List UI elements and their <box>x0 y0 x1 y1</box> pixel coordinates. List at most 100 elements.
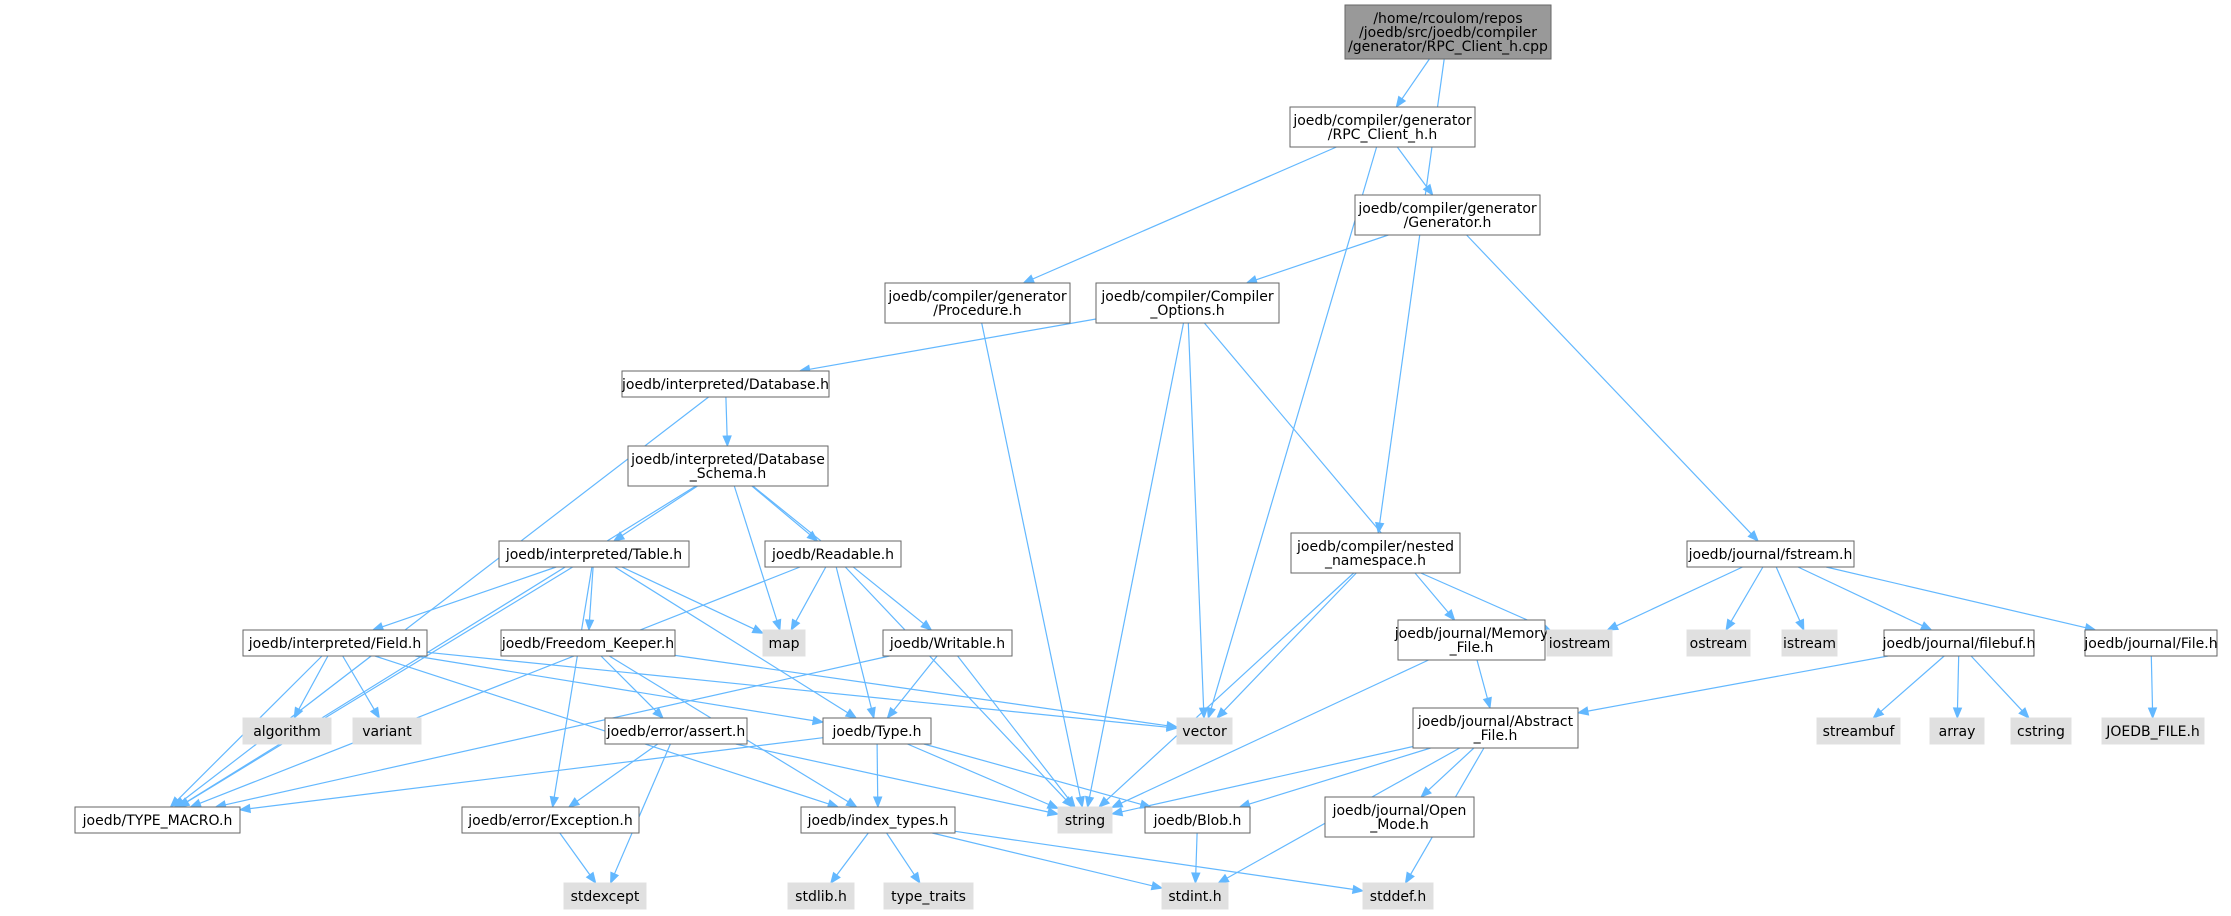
arrowhead-icon <box>872 796 883 809</box>
edge-compiler_options_h-to-database_h <box>798 318 1097 374</box>
node-stddef-h: stddef.h <box>1362 882 1434 910</box>
node-label: joedb/Readable.h <box>771 547 894 563</box>
node-label: streambuf <box>1823 724 1896 740</box>
node-fstream-h[interactable]: joedb/journal/fstream.h <box>1686 540 1855 568</box>
arrowhead-icon <box>1165 720 1179 731</box>
edge-exception_h-to-stdexcept <box>559 832 597 885</box>
arrowhead-icon <box>1422 183 1434 197</box>
node-cstring: cstring <box>2010 717 2072 745</box>
edge-line <box>187 566 574 803</box>
node-box <box>242 717 332 745</box>
edge-writable_h-to-type_h <box>886 655 938 720</box>
node-vector: vector <box>1176 717 1233 745</box>
arrowhead-icon <box>1206 706 1216 720</box>
node-open-mode-h[interactable]: joedb/journal/Open_Mode.h <box>1324 796 1475 838</box>
node-label: joedb/compiler/generator <box>887 289 1067 305</box>
edge-line <box>621 485 698 537</box>
edge-type_h-to-string <box>907 743 1060 809</box>
node-label: string <box>1065 813 1105 829</box>
edge-line <box>186 485 697 803</box>
node-readable-h[interactable]: joedb/Readable.h <box>764 540 902 568</box>
node-box <box>563 882 647 910</box>
node-label: _File.h <box>1449 640 1494 656</box>
node-label: joedb/error/assert.h <box>606 724 746 740</box>
node-box <box>242 629 428 657</box>
arrowhead-icon <box>845 797 858 808</box>
edge-line <box>298 655 329 710</box>
node-memory-file-h[interactable]: joedb/journal/Memory_File.h <box>1394 619 1548 661</box>
arrowhead-icon <box>1150 881 1164 891</box>
node-type-h[interactable]: joedb/Type.h <box>822 717 932 745</box>
arrowhead-icon <box>1110 807 1124 817</box>
arrowhead-icon <box>886 706 898 720</box>
arrowhead-icon <box>612 531 626 542</box>
edge-readable_h-to-string <box>844 566 1074 808</box>
edge-generator_h-to-compiler_options_h <box>1245 234 1389 285</box>
edge-line <box>1088 322 1185 798</box>
node-label: joedb/compiler/generator <box>1292 113 1472 129</box>
node-rpc-client-h[interactable]: joedb/compiler/generator/RPC_Client_h.h <box>1289 106 1476 148</box>
node-box <box>604 717 748 745</box>
node-database-schema-h[interactable]: joedb/interpreted/Database_Schema.h <box>627 445 829 487</box>
node-label: map <box>768 636 799 652</box>
node-label: joedb/compiler/nested <box>1296 539 1454 555</box>
node-box <box>1354 194 1541 236</box>
edge-line <box>809 318 1097 370</box>
node-label: joedb/error/Exception.h <box>467 813 632 829</box>
node-type-macro-h[interactable]: joedb/TYPE_MACRO.h <box>74 806 241 834</box>
node-label: _Mode.h <box>1369 817 1428 833</box>
edge-index_types_h-to-stdint_h <box>932 832 1164 891</box>
arrowhead-icon <box>293 706 304 720</box>
edge-rpc_client_h-to-procedure_h <box>1022 146 1337 284</box>
node-exception-h[interactable]: joedb/error/Exception.h <box>461 806 640 834</box>
node-label: cstring <box>2017 724 2065 740</box>
node-label: algorithm <box>253 724 321 740</box>
node-procedure-h[interactable]: joedb/compiler/generator/Procedure.h <box>884 282 1071 324</box>
edge-filebuf_h-to-array <box>1952 655 1963 720</box>
node-assert-h[interactable]: joedb/error/assert.h <box>604 717 748 745</box>
arrowhead-icon <box>1046 799 1060 809</box>
edge-line <box>893 655 938 711</box>
node-compiler-options-h[interactable]: joedb/compiler/Compiler_Options.h <box>1095 282 1280 324</box>
node-box <box>1176 717 1233 745</box>
arrowhead-icon <box>2147 707 2158 720</box>
edge-database_schema_h-to-readable_h <box>751 485 819 542</box>
node-freedom-keeper-h[interactable]: joedb/Freedom_Keeper.h <box>500 629 676 657</box>
edge-database_h-to-database_schema_h <box>722 396 732 448</box>
edge-line <box>1616 566 1743 627</box>
node-blob-h[interactable]: joedb/Blob.h <box>1144 806 1251 834</box>
edge-line <box>426 651 1168 728</box>
edge-line <box>725 396 728 437</box>
node-index-types-h[interactable]: joedb/index_types.h <box>800 806 956 834</box>
arrowhead-icon <box>1351 884 1365 895</box>
node-label: stddef.h <box>1370 889 1426 905</box>
node-box <box>352 717 422 745</box>
node-field-h[interactable]: joedb/interpreted/Field.h <box>242 629 428 657</box>
node-box <box>498 540 690 568</box>
edge-line <box>674 654 1168 727</box>
arrowhead-icon <box>830 871 841 885</box>
edge-filebuf_h-to-abstract_file_h <box>1576 655 1889 716</box>
node-box <box>1095 282 1280 324</box>
node-label: joedb/journal/Abstract <box>1417 714 1574 730</box>
node-generator-h[interactable]: joedb/compiler/generator/Generator.h <box>1354 194 1541 236</box>
edge-writable_h-to-string <box>957 655 1076 809</box>
arrowhead-icon <box>1216 707 1228 719</box>
arrowhead-icon <box>177 797 191 808</box>
node-box <box>1057 806 1113 834</box>
edge-line <box>588 566 594 621</box>
node-database-h[interactable]: joedb/interpreted/Database.h <box>621 370 830 398</box>
dependency-edges <box>169 58 2158 895</box>
node-nested-namespace-h[interactable]: joedb/compiler/nested_namespace.h <box>1290 532 1461 574</box>
edge-fstream_h-to-iostream <box>1606 566 1743 631</box>
node-table-h[interactable]: joedb/interpreted/Table.h <box>498 540 690 568</box>
edge-line <box>621 566 755 630</box>
arrowhead-icon <box>1919 621 1933 631</box>
edge-line <box>954 830 1354 890</box>
node-label: ostream <box>1690 636 1748 652</box>
node-abstract-file-h[interactable]: joedb/journal/Abstract_File.h <box>1412 707 1579 749</box>
node-filebuf-h[interactable]: joedb/journal/filebuf.h <box>1882 629 2036 657</box>
node-writable-h[interactable]: joedb/Writable.h <box>882 629 1013 657</box>
node-file-h[interactable]: joedb/journal/File.h <box>2083 629 2218 657</box>
